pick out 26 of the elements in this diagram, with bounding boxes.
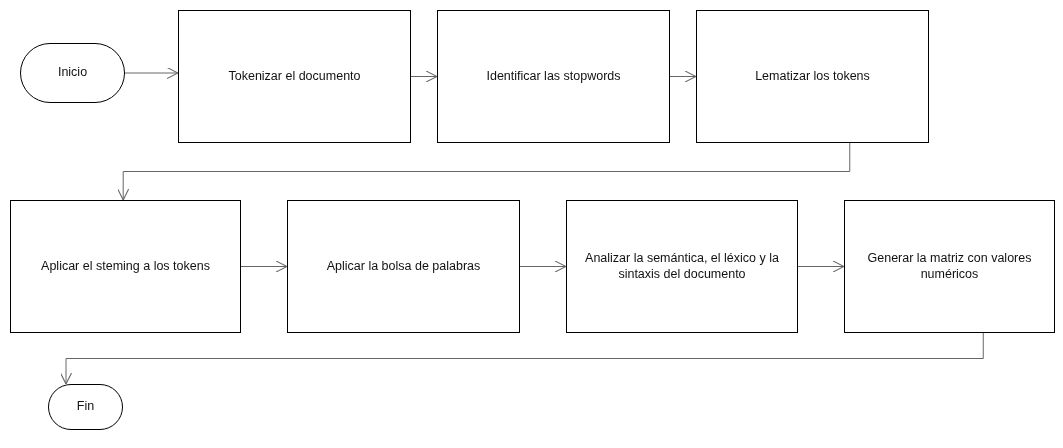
arrow (797, 260, 845, 273)
step-label: Fin (75, 399, 96, 415)
arrow (124, 66, 179, 80)
process-box (696, 10, 929, 143)
step-label: Analizar la semántica, el léxico y la sintaxis del documento (584, 250, 780, 283)
step-label: Aplicar la bolsa de palabras (325, 258, 482, 275)
process-box (566, 200, 798, 333)
arrow (59, 332, 984, 385)
step-label: Tokenizar el documento (227, 68, 362, 85)
step-label: Lematizar los tokens (754, 68, 871, 85)
terminal-shape (48, 384, 123, 430)
step-label: Identificar las stopwords (485, 68, 622, 85)
process-box (10, 200, 241, 333)
arrow (519, 260, 567, 273)
process-box (844, 200, 1055, 333)
arrow (117, 142, 851, 201)
terminal-shape (20, 43, 125, 103)
arrow (410, 70, 438, 83)
process-box (437, 10, 670, 143)
arrow (240, 260, 288, 273)
arrow (669, 70, 697, 83)
step-label: Generar la matriz con valores numéricos (866, 250, 1033, 283)
process-box (287, 200, 520, 333)
step-label: Inicio (56, 65, 89, 81)
process-box (178, 10, 411, 143)
step-label: Aplicar el steming a los tokens (40, 258, 211, 275)
